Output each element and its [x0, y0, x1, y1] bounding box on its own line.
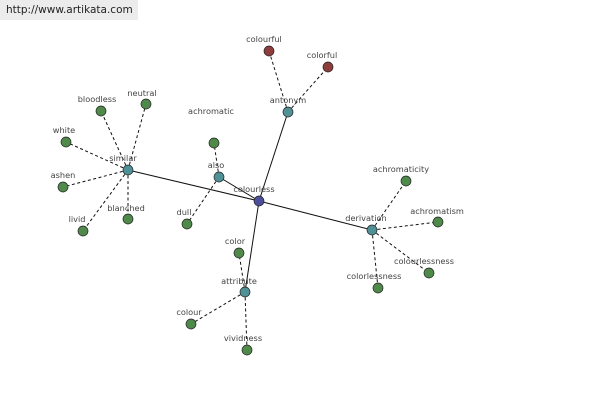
node-achromaticity[interactable]: achromaticity [373, 164, 429, 187]
category-node-label: also [208, 160, 225, 170]
leaf-node-dot[interactable] [181, 218, 193, 230]
node-colorlessness[interactable]: colorlessness [347, 271, 402, 294]
edge-colourless-antonym [258, 111, 289, 202]
leaf-node-dot[interactable] [57, 181, 69, 193]
leaf-node-label: bloodless [78, 94, 117, 104]
leaf-node-dot[interactable] [185, 318, 197, 330]
edges-layer [62, 50, 439, 351]
node-bloodless[interactable]: bloodless [78, 94, 117, 117]
leaf-node-dot[interactable] [208, 137, 220, 149]
leaf-node-label: livid [69, 214, 86, 224]
category-node-dot[interactable] [239, 286, 251, 298]
node-vividness[interactable]: vividness [224, 333, 262, 356]
leaf-node-label: color [225, 236, 246, 246]
edge-similar-white [65, 141, 129, 171]
leaf-node-dot[interactable] [60, 136, 72, 148]
leaf-node-label: colourlessness [394, 256, 454, 266]
node-achromatic[interactable]: achromatic [188, 106, 234, 149]
node-white[interactable]: white [53, 125, 75, 148]
node-ashen[interactable]: ashen [51, 170, 76, 193]
node-antonym[interactable]: antonym [270, 95, 306, 118]
category-node-dot[interactable] [366, 224, 378, 236]
category-node-label: antonym [270, 95, 306, 105]
node-colourlessness[interactable]: colourlessness [394, 256, 454, 279]
edge-also-achromatic [213, 142, 220, 178]
edge-attribute-colour [190, 291, 246, 325]
leaf-node-label: neutral [127, 88, 156, 98]
category-node-dot[interactable] [282, 106, 294, 118]
leaf-node-label: achromatism [410, 206, 464, 216]
leaf-node-label: colorful [307, 50, 338, 60]
edge-derivation-achromaticity [371, 180, 407, 231]
edge-similar-livid [82, 169, 129, 232]
edge-colourless-also [218, 176, 260, 202]
edge-colourless-attribute [244, 200, 260, 293]
category-node-label: attribute [221, 276, 257, 286]
node-blanched[interactable]: blanched [107, 203, 145, 225]
leaf-node-dot[interactable] [241, 344, 253, 356]
edge-attribute-color [238, 252, 246, 293]
center-node-label: colourless [233, 184, 274, 194]
leaf-node-label: white [53, 125, 75, 135]
edge-attribute-vividness [244, 291, 248, 351]
node-similar[interactable]: similar [109, 153, 137, 176]
leaf-node-label: colorlessness [347, 271, 402, 281]
leaf-node-dot[interactable] [122, 213, 134, 225]
leaf-node-dot[interactable] [263, 45, 275, 57]
edge-colourless-similar [127, 169, 260, 202]
center-node-dot[interactable] [253, 195, 265, 207]
leaf-node-dot[interactable] [372, 282, 384, 294]
edge-antonym-colorful [287, 66, 329, 113]
leaf-node-label: dull [177, 207, 192, 217]
leaf-node-dot[interactable] [95, 105, 107, 117]
node-colourless[interactable]: colourless [233, 184, 275, 207]
node-colorful[interactable]: colorful [307, 50, 338, 73]
edge-colourless-derivation [258, 200, 373, 231]
leaf-node-label: achromatic [188, 106, 234, 116]
node-dull[interactable]: dull [177, 207, 193, 230]
edge-derivation-achromatism [371, 221, 439, 231]
leaf-node-dot[interactable] [77, 225, 89, 237]
edge-derivation-colourlessness [371, 229, 430, 274]
node-neutral[interactable]: neutral [127, 88, 157, 110]
node-livid[interactable]: livid [69, 214, 89, 237]
leaf-node-dot[interactable] [233, 247, 245, 259]
leaf-node-dot[interactable] [423, 267, 435, 279]
leaf-node-dot[interactable] [432, 216, 444, 228]
node-attribute[interactable]: attribute [221, 276, 257, 298]
node-derivation[interactable]: derivation [345, 213, 387, 236]
nodes-layer: similar bloodless neutral white ashen livid bl… [51, 34, 464, 356]
leaf-node-dot[interactable] [322, 61, 334, 73]
url-banner[interactable]: http://www.artikata.com [0, 0, 138, 20]
edge-similar-neutral [127, 103, 147, 171]
category-node-dot[interactable] [122, 164, 134, 176]
node-color[interactable]: color [225, 236, 246, 259]
leaf-node-label: ashen [51, 170, 76, 180]
leaf-node-label: colourful [246, 34, 282, 44]
leaf-node-label: blanched [107, 203, 145, 213]
category-node-label: similar [109, 153, 137, 163]
leaf-node-dot[interactable] [140, 98, 152, 110]
leaf-node-label: colour [176, 307, 202, 317]
category-node-label: derivation [345, 213, 386, 223]
category-node-dot[interactable] [213, 171, 225, 183]
node-achromatism[interactable]: achromatism [410, 206, 464, 228]
edge-similar-ashen [62, 169, 129, 188]
node-also[interactable]: also [208, 160, 225, 183]
leaf-node-dot[interactable] [400, 175, 412, 187]
node-colourful[interactable]: colourful [246, 34, 282, 57]
leaf-node-label: vividness [224, 333, 262, 343]
node-colour[interactable]: colour [176, 307, 202, 330]
leaf-node-label: achromaticity [373, 164, 429, 174]
edge-derivation-colorlessness [371, 229, 379, 289]
edge-also-dull [186, 176, 220, 225]
